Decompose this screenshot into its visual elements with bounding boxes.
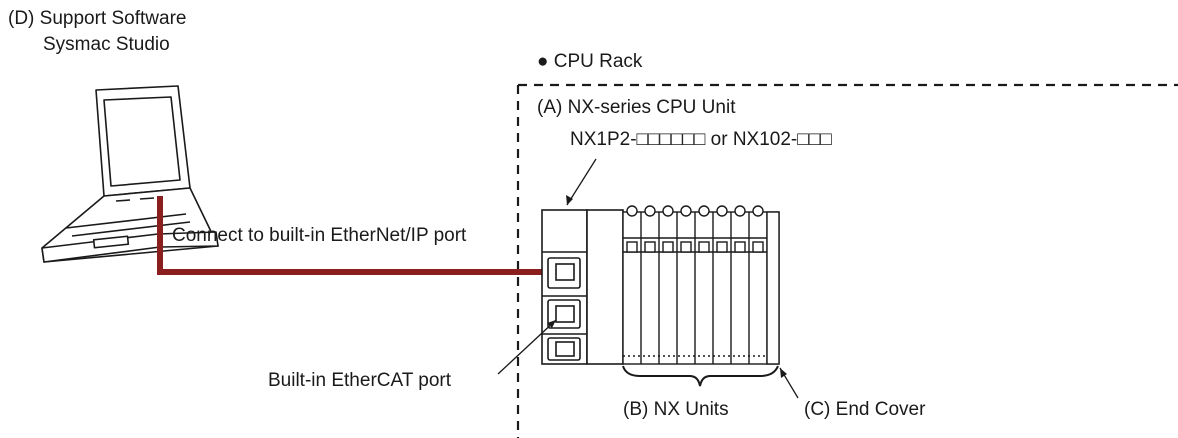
ethernet-ip-cable	[157, 196, 552, 275]
ethernet-ip-label: Connect to built-in EtherNet/IP port	[172, 225, 467, 246]
ethercat-label: Built-in EtherCAT port	[268, 370, 452, 391]
nx-units	[622, 205, 780, 365]
cpu-unit-leader	[566, 158, 597, 206]
end-cover-label: (C) End Cover	[804, 399, 926, 420]
ethercat-arrowhead	[547, 320, 556, 328]
laptop-icon	[41, 85, 219, 263]
cpu-unit-arrowhead	[566, 195, 573, 205]
cpu-unit-models: NX1P2-□□□□□□ or NX102-□□□	[570, 129, 832, 150]
end-cover-arrowhead	[780, 368, 787, 378]
cpu-rack-boundary	[516, 83, 1178, 438]
software-label-line2: Sysmac Studio	[43, 34, 170, 55]
cpu-unit-label: (A) NX-series CPU Unit	[537, 97, 736, 118]
nx-units-brace	[622, 365, 779, 387]
nx-units-label: (B) NX Units	[623, 399, 729, 420]
software-label-line1: (D) Support Software	[8, 8, 187, 29]
cpu-unit-body	[541, 209, 624, 365]
ethercat-leader	[497, 319, 557, 375]
cpu-rack-label: ● CPU Rack	[537, 51, 643, 72]
